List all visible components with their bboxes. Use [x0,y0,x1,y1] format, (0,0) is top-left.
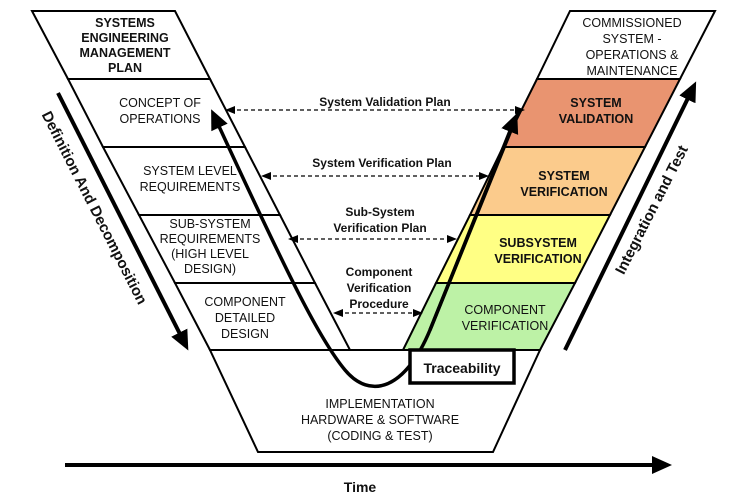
verification-plan-label: System Verification Plan [312,156,451,170]
traceability-box [408,348,516,385]
time-label: Time [344,479,377,495]
traceability-up-arrow [428,113,519,331]
traceability-curve [211,107,522,389]
validation-plan-label: System Validation Plan [319,95,450,109]
definition-arrow [56,92,189,351]
traceability-label: Traceability [423,360,500,376]
integration-arrow [563,81,697,351]
compver-box [401,282,577,351]
